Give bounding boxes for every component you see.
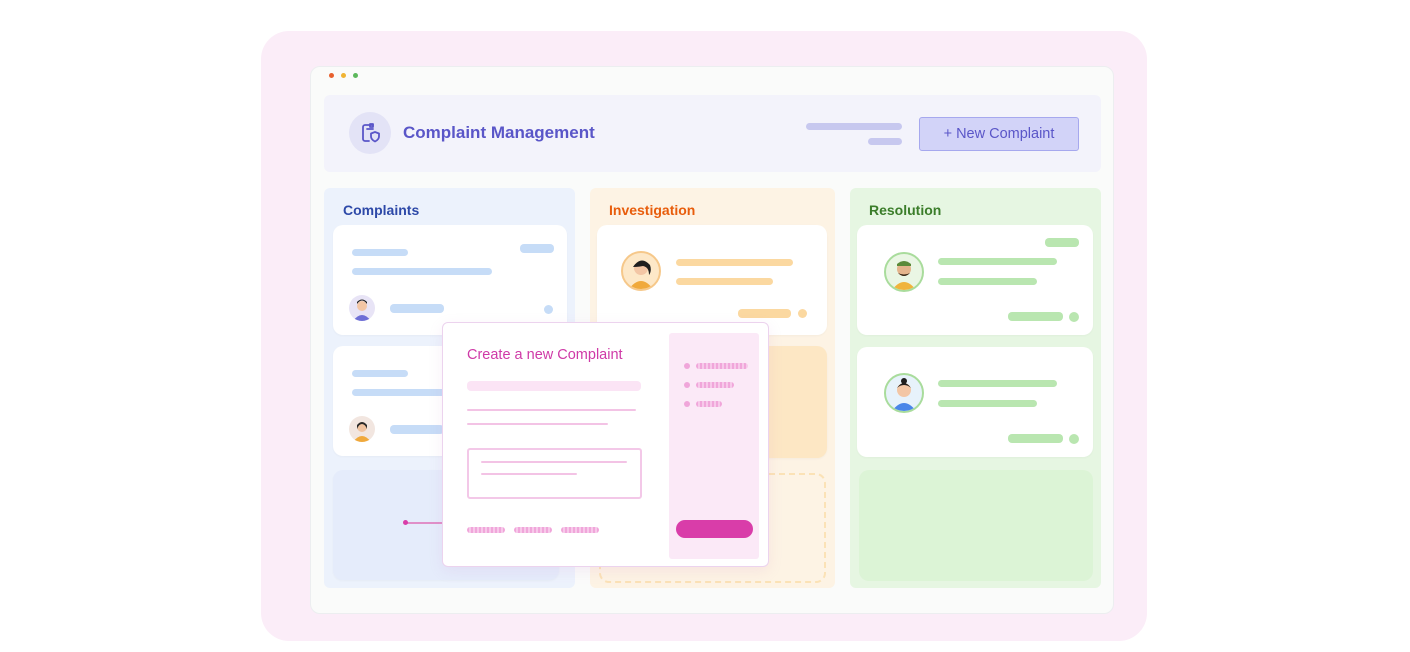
create-complaint-modal: Create a new Complaint — [442, 322, 769, 567]
column-title-complaints: Complaints — [343, 202, 420, 218]
avatar — [884, 373, 924, 413]
resolution-card[interactable] — [857, 347, 1093, 457]
avatar — [621, 251, 661, 291]
close-dot[interactable] — [329, 73, 334, 78]
app-header: Complaint Management + New Complaint — [324, 95, 1101, 172]
investigation-card[interactable] — [597, 225, 827, 335]
column-title-resolution: Resolution — [869, 202, 942, 218]
column-title-investigation: Investigation — [609, 202, 696, 218]
minimize-dot[interactable] — [341, 73, 346, 78]
header-placeholder-line — [806, 123, 902, 130]
maximize-dot[interactable] — [353, 73, 358, 78]
avatar — [884, 252, 924, 292]
resolution-card[interactable] — [857, 225, 1093, 335]
document-shield-icon — [349, 112, 391, 154]
column-resolution: Resolution — [850, 188, 1101, 588]
modal-textarea[interactable] — [467, 448, 642, 499]
new-complaint-button[interactable]: + New Complaint — [919, 117, 1079, 151]
modal-field-placeholder[interactable] — [467, 381, 641, 391]
avatar — [349, 416, 375, 442]
modal-option[interactable] — [514, 527, 552, 533]
complaint-card[interactable] — [333, 225, 567, 335]
modal-option[interactable] — [561, 527, 599, 533]
submit-button[interactable] — [676, 520, 753, 538]
modal-option[interactable] — [467, 527, 505, 533]
avatar — [349, 295, 375, 321]
page-title: Complaint Management — [403, 123, 595, 142]
modal-title: Create a new Complaint — [467, 347, 623, 363]
header-placeholder-line — [868, 138, 902, 145]
resolution-placeholder — [859, 470, 1093, 581]
